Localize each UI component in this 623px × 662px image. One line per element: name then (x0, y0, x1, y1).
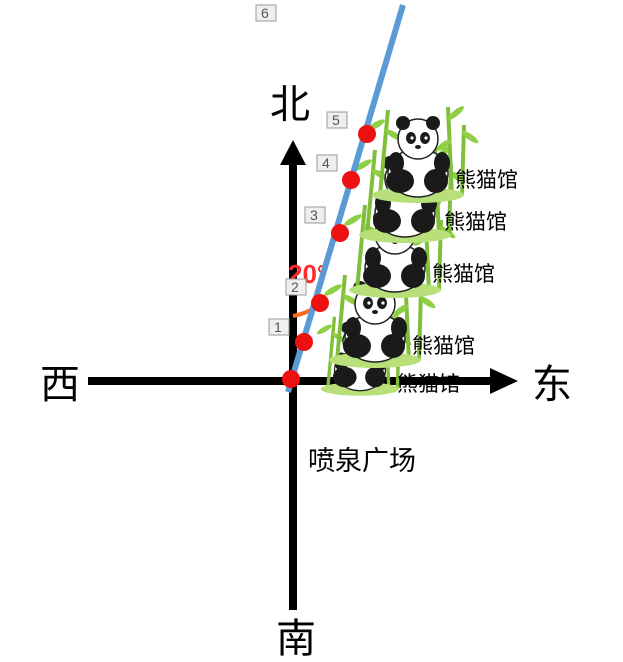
point-1 (295, 333, 313, 351)
direction-ray (285, 4, 406, 393)
panda-label-4: 熊猫馆 (444, 210, 507, 234)
point-5 (358, 125, 376, 143)
number-tag-2: 2 (285, 278, 307, 296)
number-tag-6: 6 (255, 4, 277, 22)
number-tag-1: 1 (268, 318, 290, 336)
panda-label-5: 熊猫馆 (455, 168, 518, 192)
number-tag-4: 4 (316, 154, 338, 172)
panda-label-1: 熊猫馆 (397, 372, 460, 396)
svg-text:1: 1 (274, 319, 282, 335)
north-label: 北 (270, 82, 310, 128)
south-label: 南 (276, 616, 316, 662)
svg-text:6: 6 (261, 5, 269, 21)
plaza-label: 喷泉广场 (308, 446, 416, 477)
svg-text:3: 3 (310, 207, 318, 223)
point-3 (331, 224, 349, 242)
point-4 (342, 171, 360, 189)
west-label: 西 (40, 362, 80, 408)
svg-text:5: 5 (332, 112, 340, 128)
number-tag-3: 3 (304, 206, 326, 224)
number-tag-5: 5 (326, 111, 348, 129)
north-arrowhead-icon (280, 140, 306, 165)
east-label: 东 (532, 362, 572, 408)
point-2 (311, 294, 329, 312)
panda-label-3: 熊猫馆 (432, 262, 495, 286)
east-arrowhead-icon (490, 368, 518, 394)
svg-text:4: 4 (322, 155, 330, 171)
point-0 (282, 370, 300, 388)
panda-label-2: 熊猫馆 (412, 334, 475, 358)
svg-text:2: 2 (291, 279, 299, 295)
